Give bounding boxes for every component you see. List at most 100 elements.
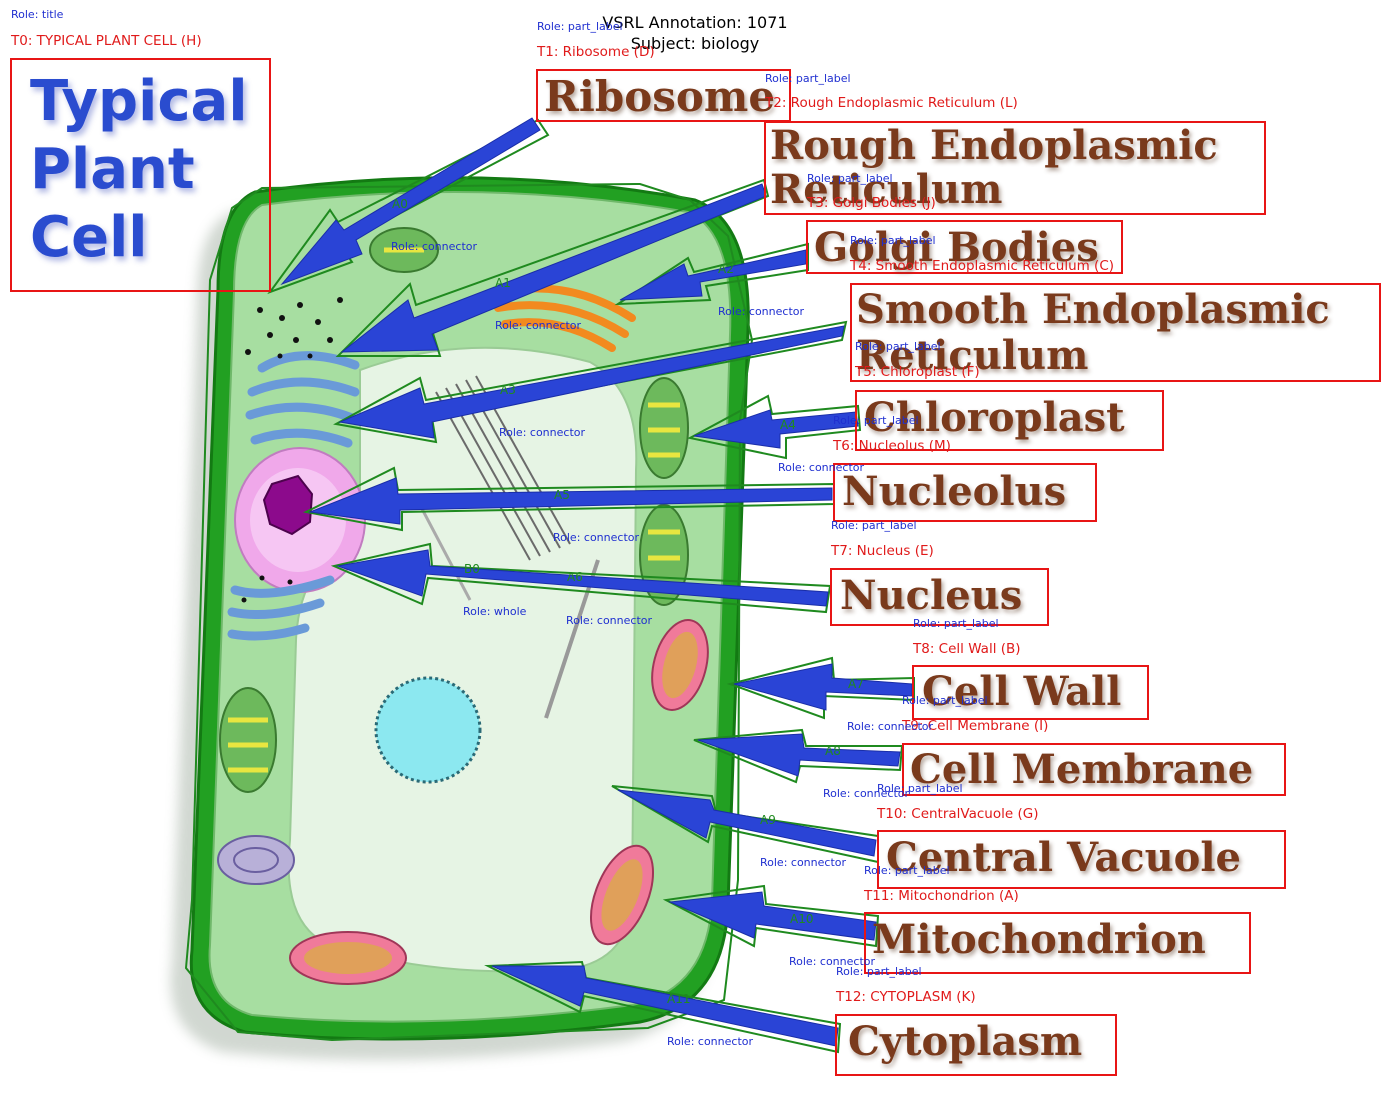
rough-er xyxy=(227,351,360,641)
title-line-1: Typical xyxy=(30,69,248,134)
cell-wall-id: T8: Cell Wall (B) xyxy=(913,641,1021,657)
connector-a8-id: A8 xyxy=(825,744,841,758)
connector-a6-id: A6 xyxy=(567,570,583,584)
arrow-chloroplast xyxy=(693,409,859,449)
ribosome-box[interactable] xyxy=(536,69,791,122)
mitochondrion-id: T11: Mitochondrion (A) xyxy=(864,888,1019,904)
cell-membrane-box[interactable] xyxy=(902,743,1286,796)
central-vacuole-role: Role: part_label xyxy=(877,782,963,795)
arrow-smooth-er xyxy=(338,325,845,439)
connector-a1-role: Role: connector xyxy=(495,319,582,332)
ribosome-dots xyxy=(241,297,343,603)
rough-er-label-1: Rough Endoplasmic xyxy=(770,122,1218,169)
title-text: Typical Plant Cell xyxy=(30,68,248,272)
arrow-mitochondrion xyxy=(668,891,877,941)
mitochondrion-box[interactable] xyxy=(864,912,1251,974)
whole-outline-b0 xyxy=(184,182,754,1042)
connector-a5-id: A5 xyxy=(554,488,570,502)
chloroplast-box[interactable] xyxy=(855,390,1164,451)
connector-a4-role: Role: connector xyxy=(778,461,865,474)
nucleolus-role: Role: part_label xyxy=(833,414,919,427)
arrow-cell-membrane xyxy=(697,733,901,777)
connector-a11-role: Role: connector xyxy=(667,1035,754,1048)
whole-b0-id: B0 xyxy=(464,562,480,576)
title-line-2: Plant xyxy=(30,137,195,202)
connector-a2-id: A2 xyxy=(718,262,734,276)
ribosome-id: T1: Ribosome (D) xyxy=(537,44,655,60)
arrow-ribosome xyxy=(280,117,541,286)
annotation-subject: Subject: biology xyxy=(630,34,760,53)
nucleus-label: Nucleus xyxy=(840,572,1023,619)
cytoplasm-box[interactable] xyxy=(835,1014,1117,1076)
connector-outline-a9 xyxy=(611,785,879,864)
connector-outline-a8 xyxy=(693,728,904,784)
title-id: T0: TYPICAL PLANT CELL (H) xyxy=(11,33,202,49)
whole-b0-role: Role: whole xyxy=(463,605,527,618)
connector-a3-role: Role: connector xyxy=(499,426,586,439)
cell-wall-role: Role: part_label xyxy=(913,617,999,630)
cell-membrane-role: Role: part_label xyxy=(902,694,988,707)
nucleolus-box[interactable] xyxy=(833,463,1097,522)
connector-a10-role: Role: connector xyxy=(789,955,876,968)
mitochondrion-role: Role: part_label xyxy=(864,864,950,877)
connector-a10-id: A10 xyxy=(790,912,814,926)
ribosome-label: Ribosome xyxy=(544,72,776,121)
nucleus-box[interactable] xyxy=(830,568,1049,626)
connector-a0-id: A0 xyxy=(392,197,408,211)
connector-a6-role: Role: connector xyxy=(566,614,653,627)
mitochondrion-label: Mitochondrion xyxy=(872,916,1206,963)
golgi-label: Golgi Bodies xyxy=(814,224,1099,271)
title-line-3: Cell xyxy=(30,205,148,270)
arrow-cytoplasm xyxy=(491,965,839,1047)
central-vacuole-id: T10: CentralVacuole (G) xyxy=(877,806,1039,822)
nucleus-role: Role: part_label xyxy=(831,519,917,532)
cell-wall-box[interactable] xyxy=(912,665,1149,720)
cytoplasm-id: T12: CYTOPLASM (K) xyxy=(836,989,976,1005)
nucleolus-id: T6: Nucleolus (M) xyxy=(833,438,951,454)
chloroplast-label: Chloroplast xyxy=(864,394,1125,441)
connector-outline-a10 xyxy=(662,884,880,948)
rough-er-id: T2: Rough Endoplasmic Reticulum (L) xyxy=(765,95,1018,111)
connector-a7-id: A7 xyxy=(848,677,864,691)
connector-outline-a4 xyxy=(687,394,862,460)
title-box[interactable] xyxy=(10,58,271,292)
ribosome-role: Role: part_label xyxy=(537,20,623,33)
smooth-er-role: Role: part_label xyxy=(850,234,936,247)
golgi-box[interactable] xyxy=(806,220,1123,274)
peroxisome xyxy=(374,676,482,784)
annotation-header: VSRL Annotation: 1071 Subject: biology xyxy=(560,12,830,54)
title-role: Role: title xyxy=(11,8,64,21)
connector-outline-a3 xyxy=(333,320,848,444)
cell-membrane-label: Cell Membrane xyxy=(910,746,1254,793)
central-vacuole-box[interactable] xyxy=(877,830,1286,889)
connector-a7-role: Role: connector xyxy=(847,720,934,733)
chloroplast-id: T5: Chloroplast (F) xyxy=(855,364,980,380)
connector-outline-a0 xyxy=(267,118,550,295)
smooth-er-box[interactable] xyxy=(850,283,1381,382)
smooth-er-label-2: Reticulum xyxy=(856,332,1089,379)
vesicle xyxy=(217,835,295,885)
golgi-id: T3: Golgi Bodies (J) xyxy=(807,195,936,211)
arrow-nucleus xyxy=(336,549,829,607)
arrow-rough-er xyxy=(340,183,767,353)
rough-er-box[interactable] xyxy=(764,121,1266,215)
arrow-central-vacuole xyxy=(617,789,877,857)
connector-a5-role: Role: connector xyxy=(553,531,640,544)
golgi-role: Role: part_label xyxy=(807,172,893,185)
arrow-cell-wall xyxy=(733,663,913,711)
connector-a2-role: Role: connector xyxy=(718,305,805,318)
annotation-id: VSRL Annotation: 1071 xyxy=(602,13,788,32)
connector-a8-role: Role: connector xyxy=(823,787,910,800)
central-vacuole-label: Central Vacuole xyxy=(886,834,1241,881)
cell-wall-label: Cell Wall xyxy=(922,668,1122,715)
chloroplast-role: Role: part_label xyxy=(855,340,941,353)
connector-a9-role: Role: connector xyxy=(760,856,847,869)
cytoplasm-label: Cytoplasm xyxy=(848,1018,1083,1065)
cell-membrane-id: T9: Cell Membrane (I) xyxy=(902,718,1049,734)
connector-a9-id: A9 xyxy=(760,813,776,827)
rough-er-label-2: Reticulum xyxy=(770,166,1003,213)
cytoplasm-role: Role: part_label xyxy=(836,965,922,978)
connector-outline-a7 xyxy=(726,656,915,720)
